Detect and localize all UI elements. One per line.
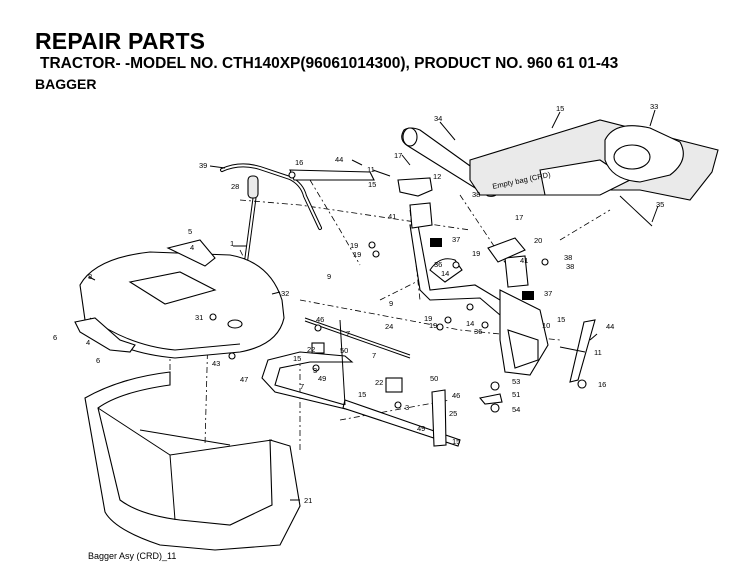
- part-label: 33: [650, 102, 658, 111]
- bag-frame-arm-10: [409, 224, 549, 376]
- part-label: 19: [472, 249, 480, 258]
- part-label: 36: [474, 327, 482, 336]
- chute-duct-33: [469, 119, 719, 227]
- part-label: 15: [358, 390, 366, 399]
- part-label: 15: [368, 180, 376, 189]
- part-label: 16: [295, 158, 303, 167]
- grass-bag-21: [84, 371, 301, 551]
- part-label: 53: [512, 377, 520, 386]
- part-label: 35: [656, 200, 664, 209]
- part-label: 11: [367, 165, 375, 174]
- part-label: 9: [389, 299, 393, 308]
- part-label: 25: [449, 409, 457, 418]
- bracket-4-left: [74, 239, 216, 353]
- part-label: 51: [512, 390, 520, 399]
- part-label: 3: [405, 403, 409, 412]
- part-label: 15: [293, 354, 301, 363]
- part-label: 44: [335, 155, 343, 164]
- part-label: 41: [520, 256, 528, 265]
- part-label: 32: [281, 289, 289, 298]
- model-subtitle: TRACTOR- -MODEL NO. CTH140XP(96061014300…: [40, 55, 619, 72]
- part-label: 49: [417, 424, 425, 433]
- part-label: 37: [544, 289, 552, 298]
- part-label: 38: [566, 262, 574, 271]
- part-label: 15: [556, 104, 564, 113]
- part-label: 41: [388, 212, 396, 221]
- part-label: 7: [372, 351, 376, 360]
- part-label: 20: [534, 236, 542, 245]
- part-label: 14: [466, 319, 474, 328]
- part-label: 15: [557, 315, 565, 324]
- part-label: 22: [375, 378, 383, 387]
- diagram-caption: Bagger Asy (CRD)_11: [88, 551, 177, 561]
- part-label: 34: [434, 114, 442, 123]
- part-label: 6: [96, 356, 100, 365]
- leader-lines: [88, 109, 659, 501]
- part-label: 5: [188, 227, 192, 236]
- part-label: 50: [430, 374, 438, 383]
- part-label: 44: [606, 322, 614, 331]
- part-label: 9: [327, 272, 331, 281]
- part-label: 31: [195, 313, 203, 322]
- part-label: 6: [53, 333, 57, 342]
- part-label: 50: [340, 346, 348, 355]
- part-label: 16: [598, 380, 606, 389]
- part-label: 7: [346, 329, 350, 338]
- part-label: 38: [564, 253, 572, 262]
- strap-11: [569, 319, 596, 389]
- part-label: 8: [88, 272, 92, 281]
- part-label: 46: [452, 391, 460, 400]
- part-label: 19: [353, 250, 361, 259]
- mount-brackets-41: [409, 202, 534, 300]
- section-title: BAGGER: [35, 76, 97, 92]
- part-label: 54: [512, 405, 520, 414]
- part-label: 4: [190, 243, 194, 252]
- part-label: 24: [385, 322, 393, 331]
- bent-rod-39: [220, 163, 322, 230]
- part-label: 19: [350, 241, 358, 250]
- part-label: 17: [515, 213, 523, 222]
- part-label: 37: [452, 235, 460, 244]
- part-label: 46: [316, 315, 324, 324]
- part-label: 7: [300, 382, 304, 391]
- part-label: 38: [472, 190, 480, 199]
- part-label: 36: [434, 260, 442, 269]
- part-label: 4: [86, 338, 90, 347]
- part-label: 3: [313, 366, 317, 375]
- rod-24: [304, 317, 411, 359]
- part-label: 28: [231, 182, 239, 191]
- part-label: 39: [199, 161, 207, 170]
- lower-frame-47: [261, 319, 461, 447]
- part-label: 11: [594, 348, 602, 357]
- hardware-fasteners: [209, 241, 549, 413]
- part-label: 19: [429, 321, 437, 330]
- bag-cover-8: [79, 251, 285, 359]
- part-label: 22: [307, 345, 315, 354]
- part-label: 1: [230, 239, 234, 248]
- part-label: 12: [433, 172, 441, 181]
- part-number-labels: 15 33 34 39 16 44 17 11 15 12 28 38 41 3…: [53, 102, 664, 505]
- part-label: 14: [441, 269, 449, 278]
- bracket-bar-16: [288, 169, 433, 197]
- part-label: 21: [304, 496, 312, 505]
- part-label: 10: [542, 321, 550, 330]
- page-title: REPAIR PARTS: [35, 28, 206, 54]
- part-label: 17: [394, 151, 402, 160]
- part-label: 47: [240, 375, 248, 384]
- part-label: 15: [452, 437, 460, 446]
- part-label: 19: [424, 314, 432, 323]
- part-label: 49: [318, 374, 326, 383]
- part-label: 43: [212, 359, 220, 368]
